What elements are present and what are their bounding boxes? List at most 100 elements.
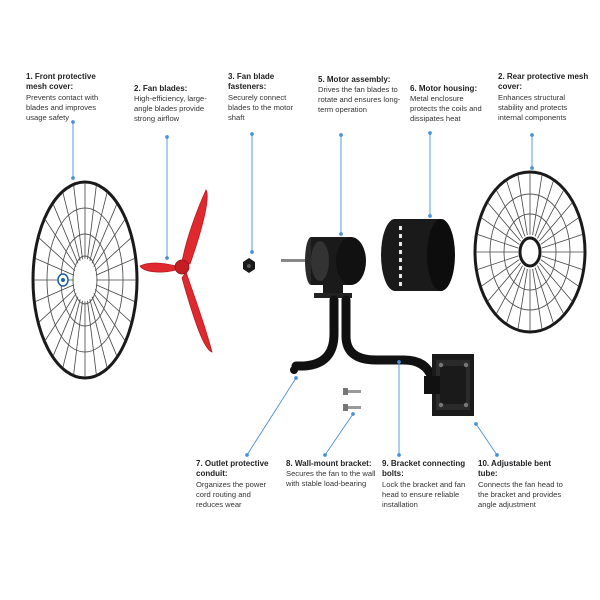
leader-dot: [71, 176, 75, 180]
callout-desc: Drives the fan blades to rotate and ensu…: [318, 85, 401, 115]
grill-spoke: [94, 237, 132, 272]
vent-slot: [399, 250, 402, 254]
callout-title: 2. Rear protective mesh cover:: [498, 72, 589, 92]
grill-spoke: [38, 288, 76, 323]
grill-spoke: [538, 262, 573, 302]
callout-title: 2. Fan blades:: [134, 84, 188, 93]
callout-desc: High-efficiency, large-angle blades prov…: [134, 94, 207, 124]
callout-front-mesh: 1. Front protective mesh cover: Prevents…: [26, 72, 118, 123]
callout-desc: Securely connect blades to the motor sha…: [228, 92, 294, 122]
grill-spoke: [62, 299, 81, 368]
leader-dot: [495, 453, 499, 457]
leader-dot: [339, 133, 343, 137]
callout-title: 9. Bracket connecting bolts:: [382, 459, 466, 479]
grill-spoke: [541, 234, 583, 249]
grill-spoke: [532, 268, 543, 330]
leader-dot: [530, 133, 534, 137]
grill-spoke: [487, 262, 522, 302]
callout-desc: Organizes the power cord routing and red…: [196, 479, 267, 509]
grill-spoke: [540, 217, 579, 245]
grill-spoke: [487, 202, 522, 242]
vent-slot: [399, 282, 402, 286]
leader-dot: [428, 131, 432, 135]
grill-spoke: [91, 296, 118, 356]
bent-tube: [291, 295, 439, 395]
vent-slot: [399, 274, 402, 278]
callout-outlet-conduit: 7. Outlet protective conduit: Organizes …: [196, 459, 278, 510]
grill-spoke: [517, 174, 528, 236]
vent-slot: [399, 226, 402, 230]
grill-spoke: [95, 284, 135, 302]
grill-spoke: [481, 259, 520, 287]
leader-dot: [250, 132, 254, 136]
callout-rear-mesh: 2. Rear protective mesh cover: Enhances …: [498, 72, 590, 123]
callout-desc: Metal enclosure protects the coils and d…: [410, 94, 482, 124]
callout-title: 10. Adjustable bent tube:: [478, 459, 552, 479]
grill-spoke: [506, 267, 526, 324]
callout-title: 5. Motor assembly:: [318, 75, 391, 84]
grill-spoke: [73, 300, 83, 375]
callout-desc: Connects the fan head to the bracket and…: [478, 479, 563, 509]
grill-spoke: [62, 192, 81, 261]
grill-spoke: [89, 299, 108, 368]
grill-spoke: [93, 219, 126, 267]
grill-spoke: [495, 190, 523, 239]
grill-spoke: [477, 255, 519, 270]
leader-dot: [323, 453, 327, 457]
callout-blade-fasteners: 3. Fan blade fasteners: Securely connect…: [228, 72, 304, 123]
callout-fan-blades: 2. Fan blades: High-efficiency, large-an…: [134, 84, 224, 124]
grill-spoke: [517, 268, 528, 330]
leader-dot: [397, 453, 401, 457]
vent-slot: [399, 266, 402, 270]
callout-bracket-bolts: 9. Bracket connecting bolts: Lock the br…: [382, 459, 470, 510]
front-mesh-cover: [31, 180, 139, 380]
grill-spoke: [495, 265, 523, 314]
callout-desc: Enhances structural stability and protec…: [498, 92, 568, 122]
callout-motor-housing: 6. Motor housing: Metal enclosure protec…: [410, 84, 492, 124]
grill-spoke: [477, 234, 519, 249]
leader-dot: [474, 422, 478, 426]
wall-mount-bracket: [424, 354, 474, 416]
grill-spoke: [91, 204, 118, 264]
grill-spoke: [506, 180, 526, 237]
vent-slot: [399, 242, 402, 246]
grill-spoke: [534, 180, 554, 237]
grill-spoke: [52, 204, 79, 264]
grill-spoke: [44, 293, 77, 341]
grill-spoke: [537, 190, 565, 239]
vent-slot: [399, 258, 402, 262]
grill-spoke: [537, 265, 565, 314]
motor-housing: [381, 219, 455, 291]
grill-spoke: [52, 296, 79, 356]
bracket-bolts: [343, 388, 361, 411]
callout-title: 3. Fan blade fasteners:: [228, 72, 275, 92]
grill-spoke: [73, 185, 83, 260]
leader-dot: [165, 256, 169, 260]
rear-mesh-cover: [473, 170, 587, 334]
callout-bent-tube: 10. Adjustable bent tube: Connects the f…: [478, 459, 568, 510]
grill-spoke: [541, 255, 583, 270]
callout-title: 1. Front protective mesh cover:: [26, 72, 96, 92]
leader-line: [324, 413, 354, 456]
grill-spoke: [89, 192, 108, 261]
leader-dot: [397, 360, 401, 364]
callout-motor-assembly: 5. Motor assembly: Drives the fan blades…: [318, 75, 402, 115]
motor-assembly: [281, 237, 366, 298]
leader-dot: [245, 453, 249, 457]
conduit-end: [290, 366, 298, 374]
grill-spoke: [38, 237, 76, 272]
grill-spoke: [534, 267, 554, 324]
blade-fastener: [243, 258, 255, 273]
grill-spoke: [35, 258, 75, 276]
grill-spoke: [35, 284, 75, 302]
grill-spoke: [94, 288, 132, 323]
leader-dot: [165, 135, 169, 139]
callout-desc: Lock the bracket and fan head to ensure …: [382, 479, 466, 509]
grill-spoke: [532, 174, 543, 236]
leader-dot: [294, 376, 298, 380]
vent-slot: [399, 234, 402, 238]
leader-dot: [71, 120, 75, 124]
leader-dot: [428, 214, 432, 218]
grill-spoke: [538, 202, 573, 242]
